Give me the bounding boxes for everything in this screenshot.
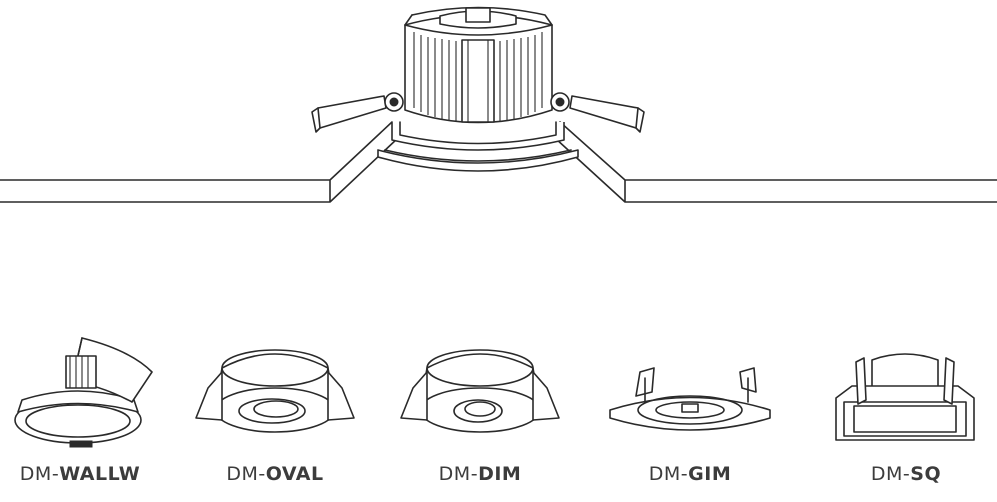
ceiling-panel-left — [0, 121, 399, 203]
product-label-wallw: DM-WALLW — [0, 463, 160, 485]
product-label-prefix: DM- — [438, 463, 479, 485]
spring-clip-right — [550, 92, 645, 133]
product-wallw-drawing — [14, 337, 153, 448]
product-label-prefix: DM- — [226, 463, 266, 485]
trim-ring — [377, 149, 579, 172]
product-label-suffix: GIM — [688, 463, 732, 485]
product-label-suffix: WALLW — [59, 463, 141, 485]
product-label-prefix: DM- — [648, 463, 689, 485]
product-sq-drawing — [835, 353, 975, 441]
product-label-suffix: DIM — [478, 463, 522, 485]
product-label-suffix: SQ — [910, 463, 942, 485]
product-label-gim: DM-GIM — [610, 463, 770, 485]
product-label-prefix: DM- — [870, 463, 911, 485]
product-label-suffix: OVAL — [265, 463, 324, 485]
heat-sink-fins — [413, 32, 543, 121]
product-label-oval: DM-OVAL — [195, 463, 355, 485]
product-label-sq: DM-SQ — [826, 463, 986, 485]
product-label-prefix: DM- — [19, 463, 60, 485]
mounting-cup — [391, 122, 565, 151]
product-dim-drawing — [400, 349, 560, 433]
ceiling-panel-right — [554, 121, 997, 203]
product-gim-drawing — [609, 367, 771, 431]
main-downlight-install-drawing — [0, 6, 997, 203]
product-oval-drawing — [195, 349, 355, 433]
spring-clip-left — [311, 92, 404, 133]
product-label-dim: DM-DIM — [400, 463, 560, 485]
